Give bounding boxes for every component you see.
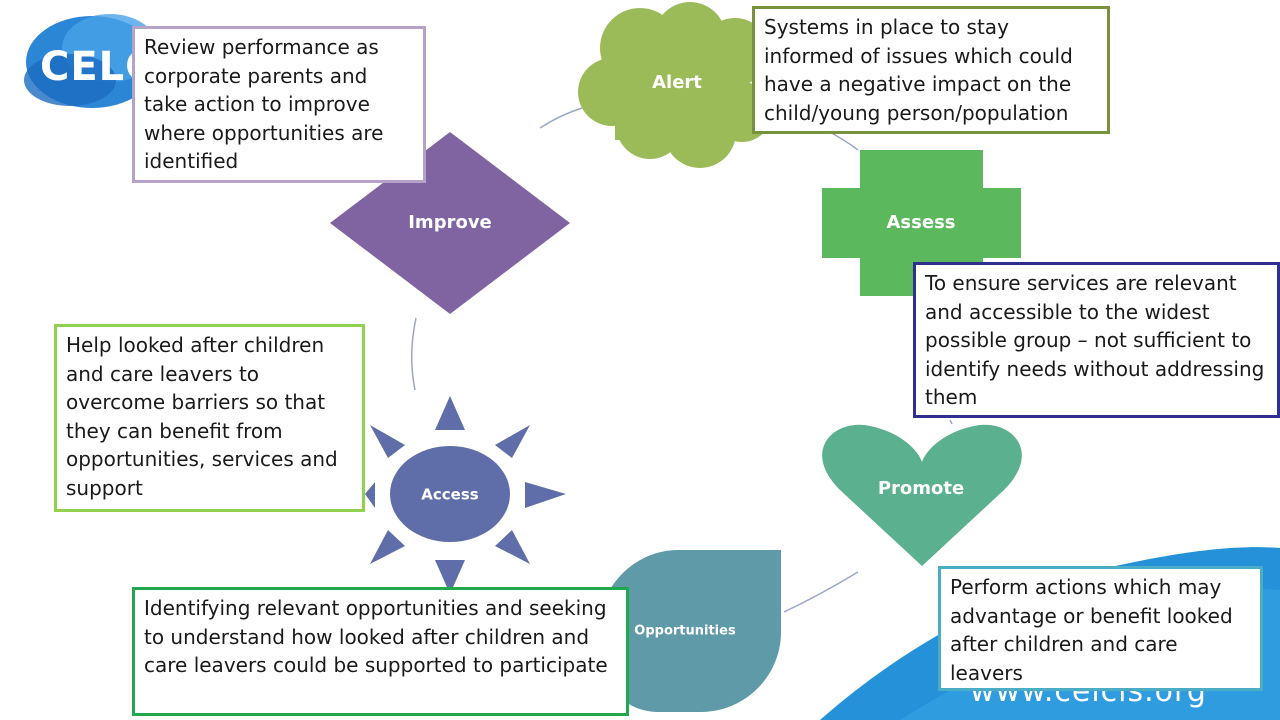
assess-shape: Assess (822, 150, 1021, 296)
connector-improve-alert (539, 107, 583, 129)
access-note: Help looked after children and care leav… (54, 324, 365, 512)
promote-note: Perform actions which may advantage or b… (938, 566, 1263, 691)
promote-shape: Promote (822, 424, 1022, 566)
alert-note: Systems in place to stay informed of iss… (752, 6, 1110, 134)
opportunities-note: Identifying relevant opportunities and s… (132, 587, 629, 716)
assess-note: To ensure services are relevant and acce… (913, 262, 1280, 418)
improve-note: Review performance as corporate parents … (132, 26, 426, 183)
alert-shape: Alert (578, 2, 772, 168)
connector-access-improve (410, 317, 417, 391)
connector-assess-promote (949, 419, 953, 425)
alert-label: Alert (652, 72, 702, 93)
promote-label: Promote (878, 478, 964, 499)
access-shape: Access (365, 396, 566, 594)
connector-promote-opportunities (783, 571, 859, 613)
access-label: Access (421, 486, 478, 504)
opportunities-shape: Opportunities (598, 550, 781, 712)
improve-label: Improve (408, 212, 492, 233)
assess-label: Assess (887, 212, 956, 233)
opportunities-label: Opportunities (634, 624, 736, 639)
